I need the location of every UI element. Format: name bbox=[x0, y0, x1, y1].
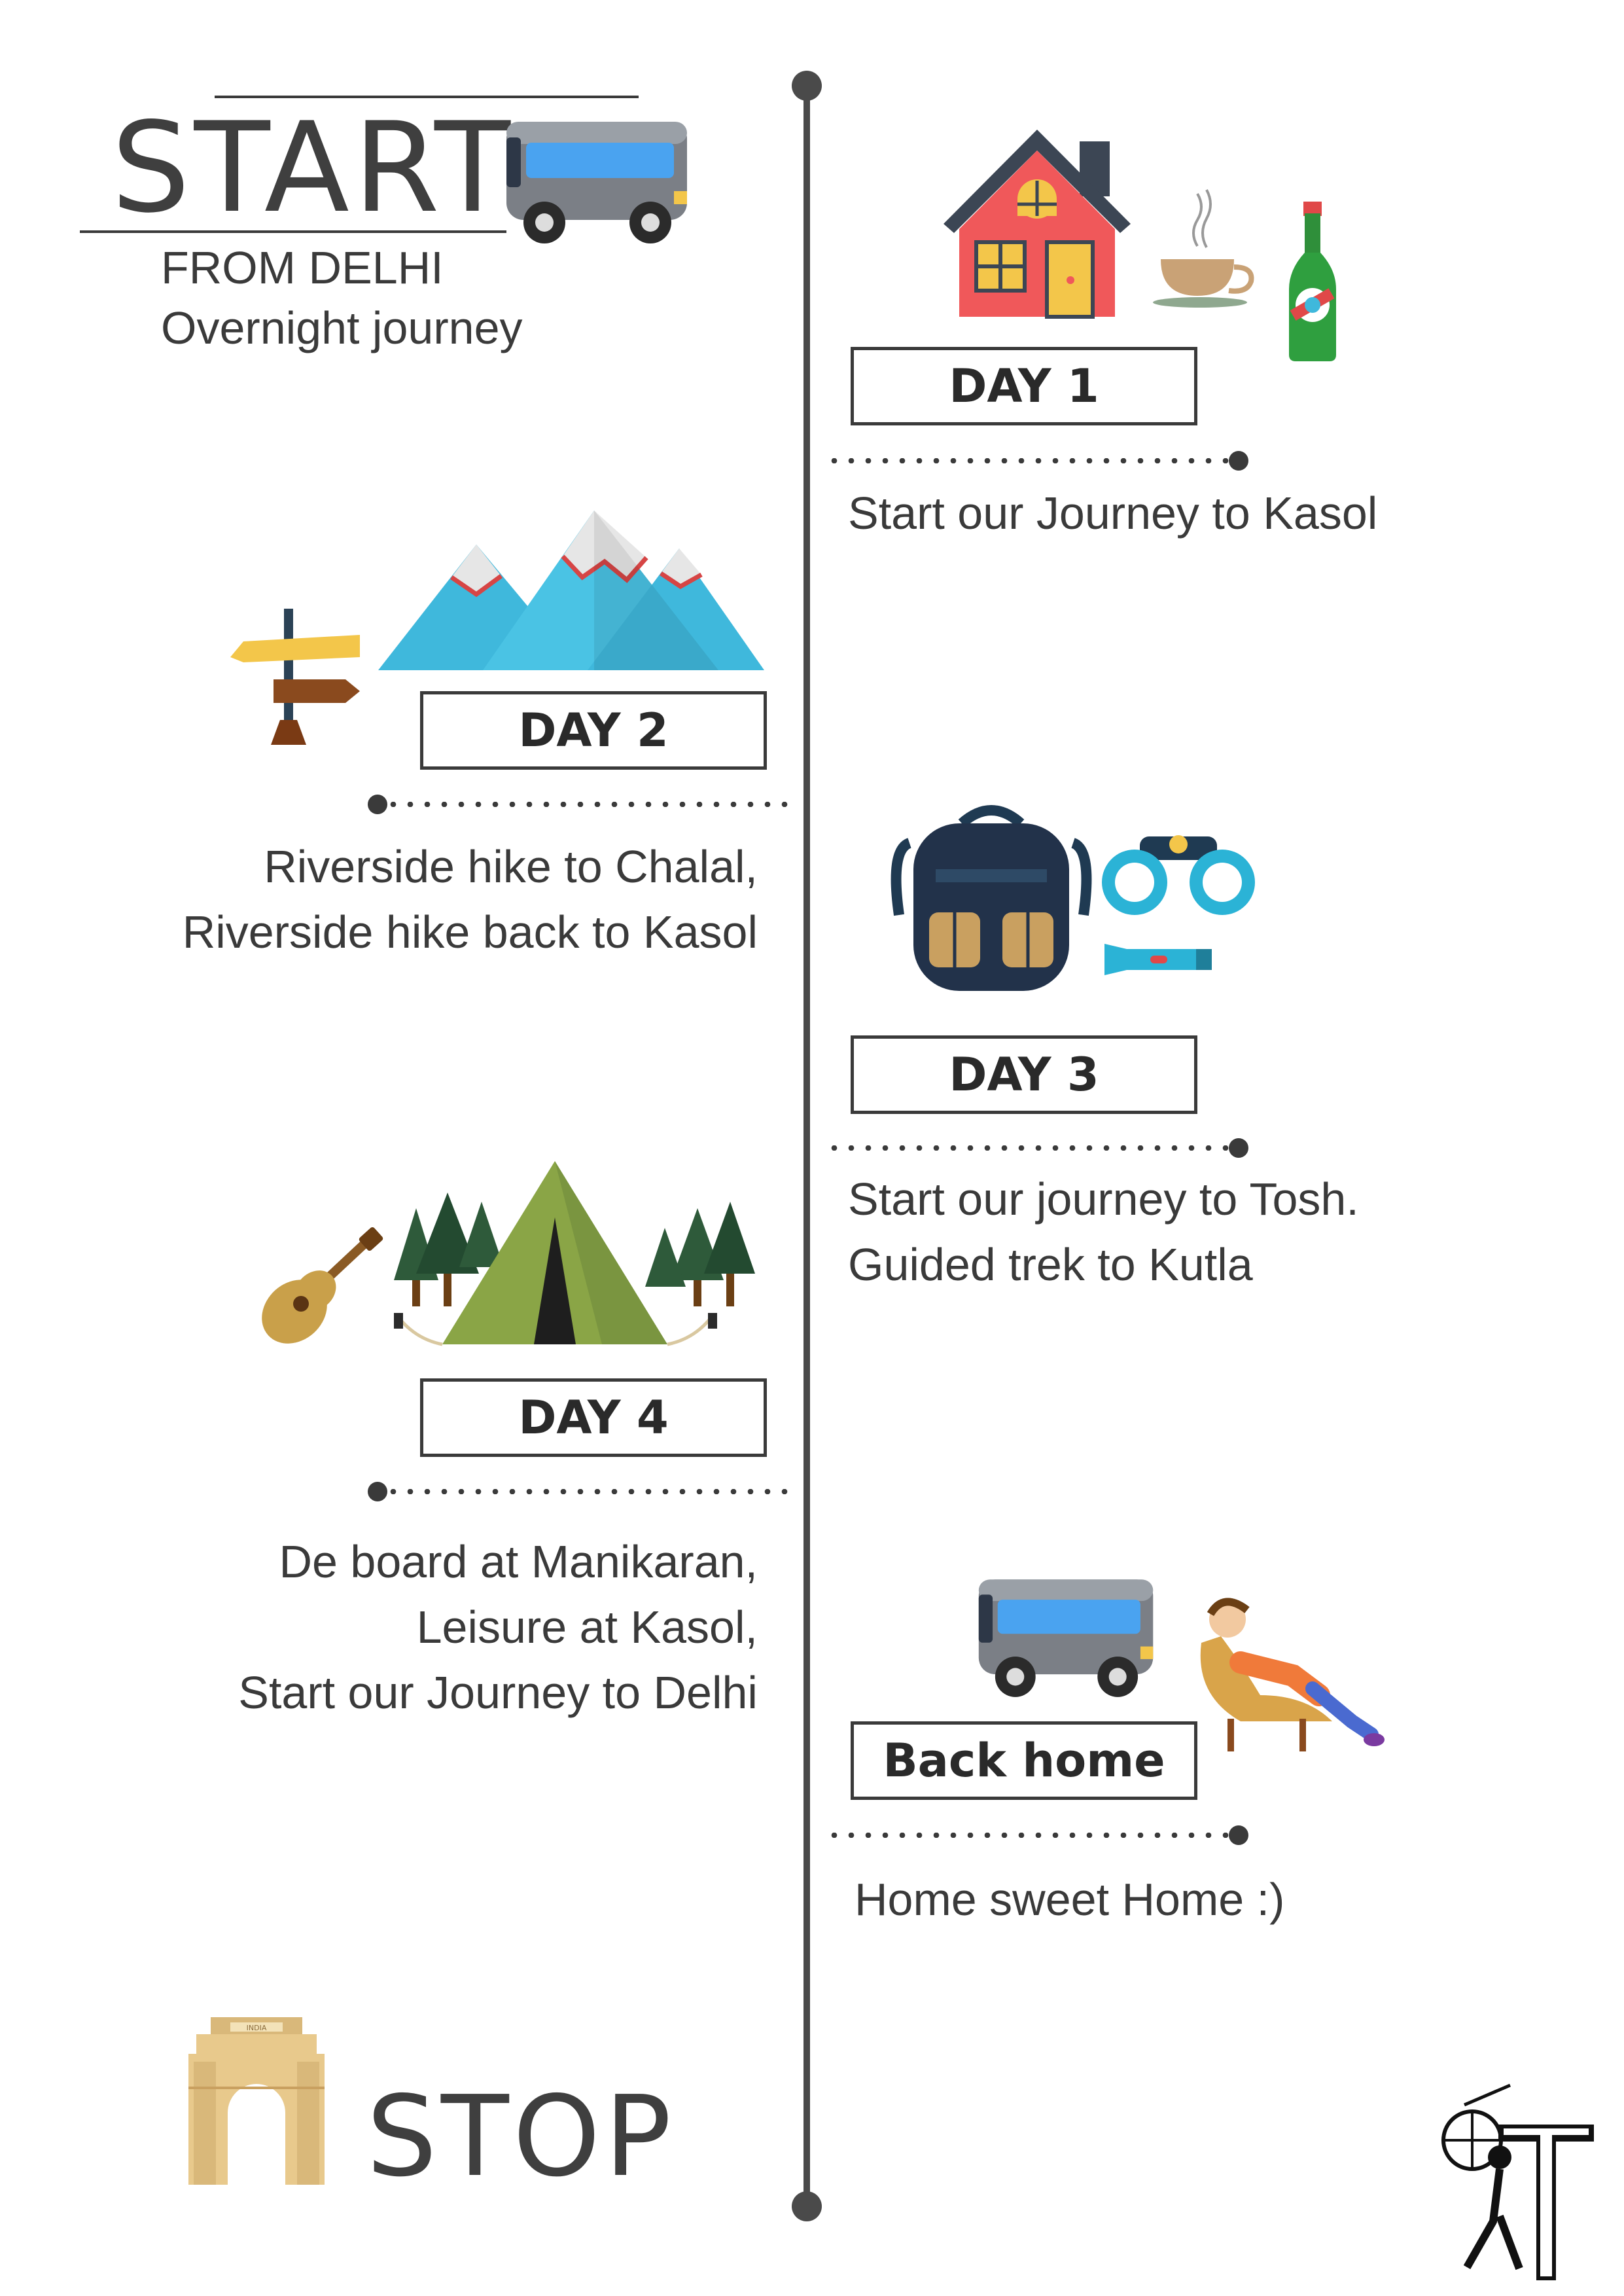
day-4-desc-line-3: Start our Journey to Delhi bbox=[238, 1667, 758, 1718]
day-2-desc-line-1: Riverside hike to Chalal, bbox=[264, 841, 758, 892]
logo-icon bbox=[1438, 2083, 1595, 2282]
stop-title: STOP bbox=[366, 2072, 676, 2202]
flashlight-icon bbox=[1104, 940, 1216, 979]
back-home-connector bbox=[826, 1833, 1233, 1838]
day-2-label: DAY 2 bbox=[420, 691, 767, 770]
binoculars-icon bbox=[1097, 830, 1260, 915]
day-1-connector-dot bbox=[1229, 451, 1248, 471]
day-4-label: DAY 4 bbox=[420, 1378, 767, 1457]
start-bottom-rule bbox=[80, 230, 506, 233]
day-3-desc-line-2: Guided trek to Kutla bbox=[848, 1239, 1253, 1290]
day-3-label: DAY 3 bbox=[851, 1035, 1197, 1114]
timeline-line bbox=[803, 86, 810, 2207]
start-from: FROM DELHI bbox=[161, 242, 444, 293]
timeline-start-dot bbox=[792, 71, 822, 101]
day-1-label: DAY 1 bbox=[851, 347, 1197, 425]
day-4-connector-dot bbox=[368, 1482, 387, 1501]
day-2-desc-line-2: Riverside hike back to Kasol bbox=[182, 906, 758, 958]
day-2-connector bbox=[385, 802, 797, 807]
guitar-icon bbox=[251, 1227, 383, 1354]
india-gate-icon: INDIA bbox=[185, 2016, 328, 2186]
day-4-desc-line-1: De board at Manikaran, bbox=[279, 1536, 758, 1587]
tea-cup-icon bbox=[1152, 187, 1263, 312]
backpack-icon bbox=[890, 797, 1093, 994]
bus-icon bbox=[503, 118, 692, 249]
trees-icon bbox=[390, 1182, 756, 1313]
day-1-connector bbox=[826, 458, 1233, 463]
signpost-icon bbox=[224, 602, 368, 746]
back-home-label: Back home bbox=[851, 1721, 1197, 1800]
day-1-desc-line-1: Start our Journey to Kasol bbox=[848, 488, 1378, 539]
gate-inscription: INDIA bbox=[247, 2024, 267, 2032]
back-home-desc-line-1: Home sweet Home :) bbox=[855, 1874, 1285, 1925]
day-3-desc-line-1: Start our journey to Tosh. bbox=[848, 1174, 1359, 1225]
back-home-connector-dot bbox=[1229, 1825, 1248, 1845]
bottle-icon bbox=[1286, 200, 1339, 364]
start-top-rule bbox=[215, 96, 639, 98]
day-4-desc-line-2: Leisure at Kasol, bbox=[416, 1602, 758, 1653]
tent-icon bbox=[386, 1158, 726, 1348]
house-icon bbox=[942, 126, 1132, 322]
relaxing-person-icon bbox=[1188, 1590, 1385, 1761]
day-3-connector bbox=[826, 1145, 1233, 1151]
day-3-connector-dot bbox=[1229, 1138, 1248, 1158]
timeline-end-dot bbox=[792, 2191, 822, 2221]
mountains-icon bbox=[378, 508, 764, 672]
day-2-connector-dot bbox=[368, 795, 387, 814]
bus-icon bbox=[975, 1573, 1158, 1704]
start-title: START bbox=[111, 96, 515, 240]
day-4-connector bbox=[385, 1489, 797, 1494]
start-note: Overnight journey bbox=[161, 302, 523, 353]
